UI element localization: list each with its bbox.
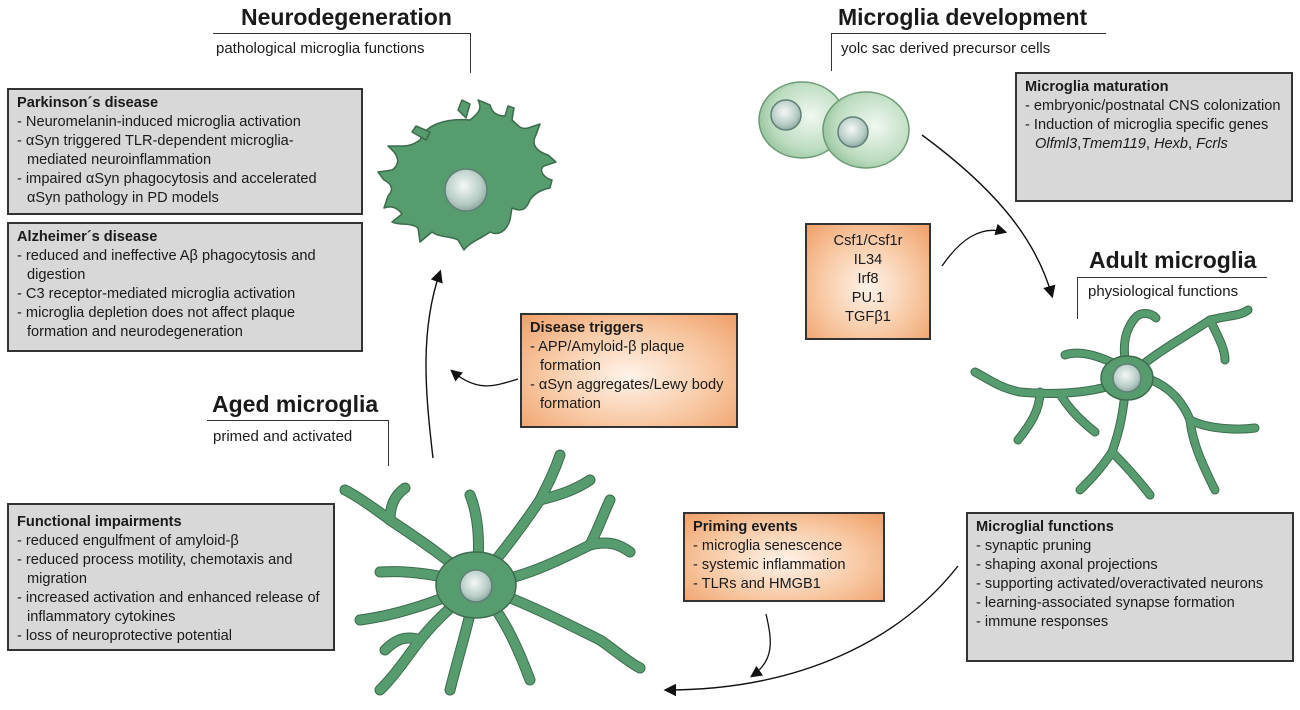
arrow-disease-triggers [450,369,519,387]
separator: , [1145,136,1154,152]
priming-event-item: - TLRs and HMGB1 [693,576,821,592]
neurodegeneration-subtitle: pathological microglia functions [216,40,425,57]
factor-item: Csf1/Csf1r [833,233,903,249]
development-title: Microglia development [838,4,1088,30]
separator: , [1077,136,1082,152]
adult-subtitle: physiological functions [1088,283,1239,300]
microglial-functions-box: Microglial functions - synaptic pruning … [966,512,1294,662]
functional-impairments-heading: Functional impairments [17,514,182,530]
microglial-function-item: - shaping axonal projections [976,557,1158,573]
parkinsons-box: Parkinson´s disease - Neuromelanin-induc… [7,88,363,215]
functional-impairments-box: Functional impairments - reduced engulfm… [7,503,335,651]
priming-events-heading: Priming events [693,519,798,535]
priming-events-box: Priming events - microglia senescence - … [683,512,885,602]
aged-divider [207,420,389,421]
aged-leader [388,420,389,466]
amoeboid-nucleus-icon [444,168,488,212]
aged-nucleus-icon [459,569,493,603]
development-subtitle: yolc sac derived precursor cells [841,40,1051,57]
parkinsons-item: - impaired αSyn phagocytosis and acceler… [17,171,317,206]
factor-item: IL34 [853,252,883,268]
microglial-function-item: - learning-associated synapse formation [976,595,1235,611]
priming-event-item: - systemic inflammation [693,557,846,573]
functional-impairment-item: - increased activation and enhanced rele… [17,590,320,625]
factor-item: Irf8 [857,271,879,287]
parkinsons-item: - Neuromelanin-induced microglia activat… [17,114,301,130]
maturation-box: Microglia maturation - embryonic/postnat… [1015,72,1293,202]
neurodegeneration-divider [213,33,471,34]
alzheimers-heading: Alzheimer´s disease [17,229,158,245]
aged-microglia-icon [339,449,646,696]
arrow-adult-to-aged [663,565,959,697]
arrow-development-to-adult [921,134,1056,299]
gene-name: Tmem119 [1081,136,1146,152]
disease-triggers-box: Disease triggers - APP/Amyloid-β plaque … [520,313,738,428]
functional-impairment-item: - reduced process motility, chemotaxis a… [17,552,293,587]
adult-leader [1077,277,1078,319]
gene-name: Hexb [1153,136,1189,152]
gene-name: Fcrls [1196,136,1228,152]
parkinsons-heading: Parkinson´s disease [17,95,159,111]
adult-title: Adult microglia [1089,247,1257,273]
priming-event-item: - microglia senescence [693,538,843,554]
parkinsons-item: - αSyn triggered TLR-dependent microglia… [17,133,294,168]
factor-item: TGFβ1 [845,309,891,325]
maturation-item: - embryonic/postnatal CNS colonization [1025,98,1281,114]
precursor-cells-icon [758,81,910,169]
adult-divider [1077,277,1267,278]
arrow-factors-to-cycle [941,223,1008,267]
factor-item: PU.1 [851,290,885,306]
aged-title: Aged microglia [212,391,379,417]
neurodegeneration-leader [470,33,471,73]
ramified-nucleus-icon [1112,363,1142,393]
microglial-function-item: - supporting activated/overactivated neu… [976,576,1264,592]
neurodegeneration-title: Neurodegeneration [241,4,452,30]
alzheimers-box: Alzheimer´s disease - reduced and ineffe… [7,222,363,352]
microglial-function-item: - immune responses [976,614,1109,630]
ramified-microglia-icon [970,305,1260,500]
development-divider [831,33,1106,34]
disease-trigger-item: - APP/Amyloid-β plaque formation [530,339,685,374]
functional-impairment-item: - loss of neuroprotective potential [17,628,232,644]
disease-trigger-item: - αSyn aggregates/Lewy body formation [530,377,724,412]
gene-name: Olfml3 [1035,136,1078,152]
functional-impairment-item: - reduced engulfment of amyloid-β [17,533,239,549]
microglial-function-item: - synaptic pruning [976,538,1092,554]
disease-triggers-heading: Disease triggers [530,320,644,336]
microglial-functions-heading: Microglial functions [976,519,1114,535]
alzheimers-item: - microglia depletion does not affect pl… [17,305,296,340]
maturation-heading: Microglia maturation [1025,79,1169,95]
arrow-aged-to-neurodegeneration [425,269,443,459]
separator: , [1188,136,1197,152]
maturation-item-text: - Induction of microglia specific genes [1025,117,1269,133]
factors-box: Csf1/Csf1r IL34 Irf8 PU.1 TGFβ1 [805,223,931,340]
alzheimers-item: - C3 receptor-mediated microglia activat… [17,286,296,302]
aged-subtitle: primed and activated [213,428,353,445]
alzheimers-item: - reduced and ineffective Aβ phagocytosi… [17,248,316,283]
development-leader [831,33,832,71]
arrow-priming-events [750,613,771,678]
maturation-item-genes: - Induction of microglia specific genes … [1025,116,1283,154]
